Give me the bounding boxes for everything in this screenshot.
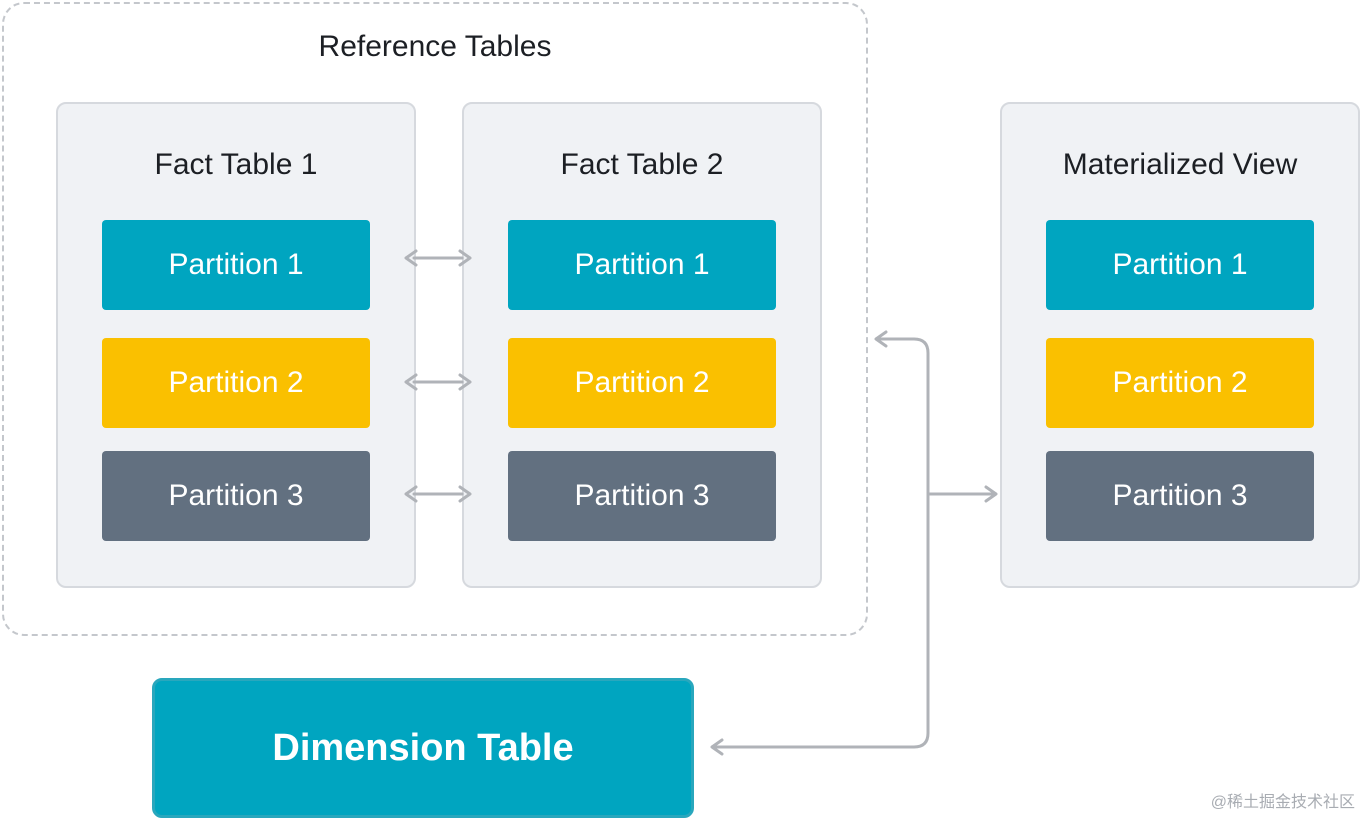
reference-tables-title: Reference Tables [318, 30, 552, 63]
fact-table-2-partition-1: Partition 1 [508, 220, 776, 310]
materialized-view-title: Materialized View [1062, 148, 1298, 181]
fact-table-1-partition-2: Partition 2 [102, 338, 370, 428]
dimension-table-arrowhead [710, 738, 724, 756]
join-connector-line [714, 337, 930, 749]
fact-table-1-partition-1: Partition 1 [102, 220, 370, 310]
partition-1-link-arrow [404, 249, 472, 267]
dimension-table-box: Dimension Table [152, 678, 694, 818]
fact-table-1-title: Fact Table 1 [154, 148, 318, 181]
partition-2-link-arrow [404, 373, 472, 391]
partition-3-link-arrow [404, 485, 472, 503]
fact-table-2-panel: Fact Table 2 Partition 1 Partition 2 Par… [462, 102, 822, 588]
fact-table-2-title: Fact Table 2 [560, 148, 724, 181]
materialized-view-partition-1: Partition 1 [1046, 220, 1314, 310]
fact-table-2-partition-3: Partition 3 [508, 451, 776, 541]
watermark: @稀土掘金技术社区 [1210, 794, 1355, 811]
fact-table-1-panel: Fact Table 1 Partition 1 Partition 2 Par… [56, 102, 416, 588]
materialized-view-arrow [926, 485, 998, 503]
fact-table-2-partition-2: Partition 2 [508, 338, 776, 428]
materialized-view-partition-3: Partition 3 [1046, 451, 1314, 541]
reference-tables-group [2, 2, 868, 636]
fact-table-1-partition-3: Partition 3 [102, 451, 370, 541]
reference-group-arrowhead [874, 330, 888, 348]
materialized-view-partition-2: Partition 2 [1046, 338, 1314, 428]
materialized-view-panel: Materialized View Partition 1 Partition … [1000, 102, 1360, 588]
